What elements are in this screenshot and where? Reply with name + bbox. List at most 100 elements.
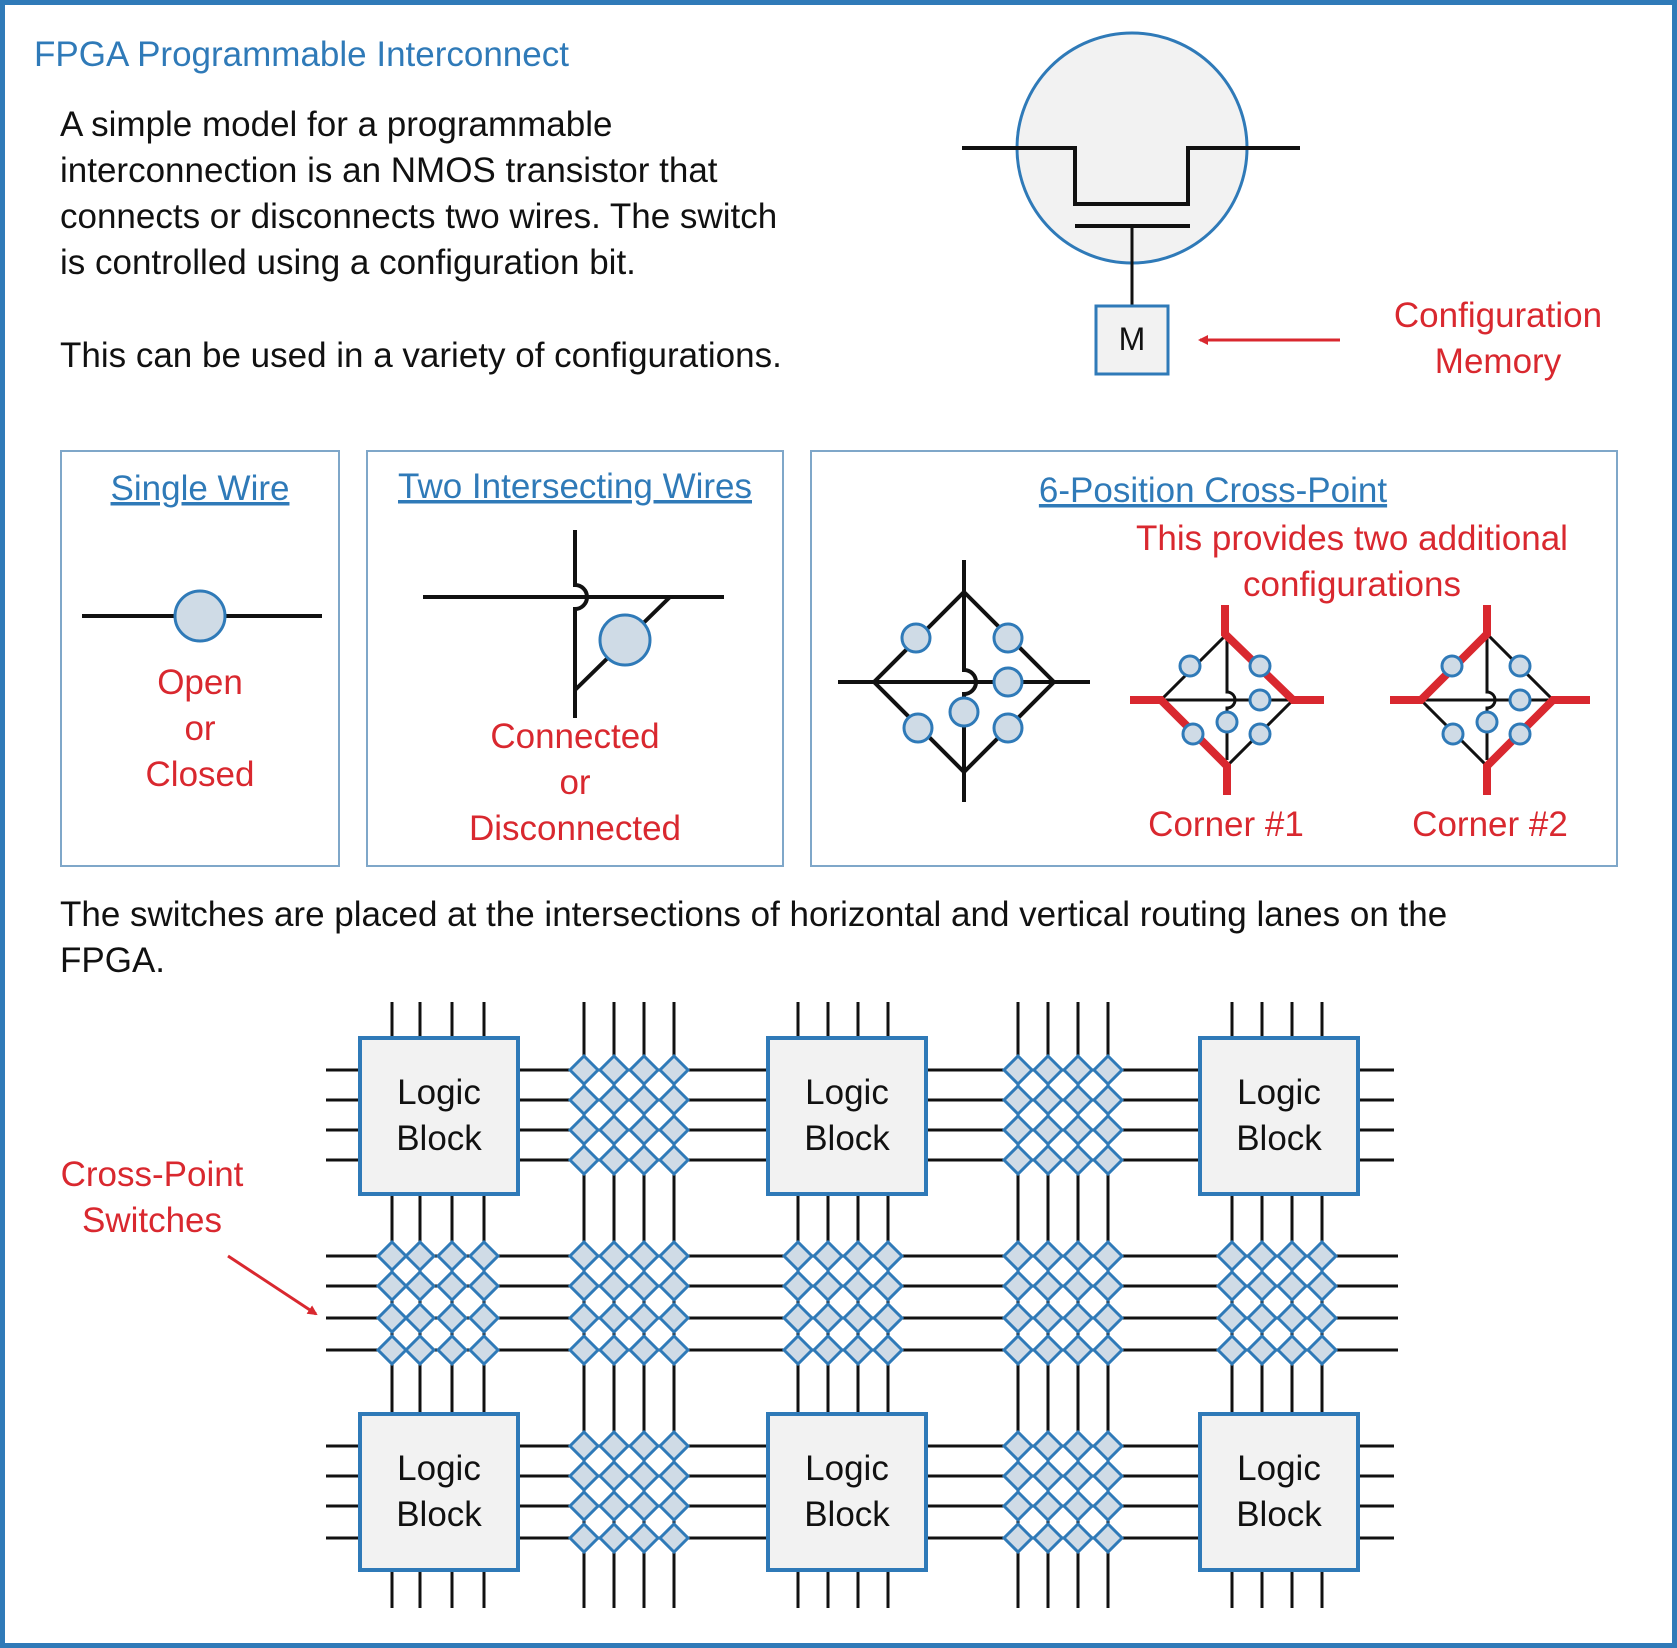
logic-block: Logic Block [1198, 1036, 1360, 1196]
cross-point-callout: Switches [82, 1201, 222, 1240]
cross-point-switch [1275, 1333, 1309, 1367]
cross-point-switch [435, 1269, 469, 1303]
svg-text:Logic: Logic [805, 1073, 889, 1112]
cross-point-switch [627, 1489, 661, 1523]
cross-point-switch [467, 1301, 501, 1335]
cross-point-switch [597, 1333, 631, 1367]
cross-point-switch [1061, 1333, 1095, 1367]
cross-point-switch [1001, 1521, 1035, 1555]
cross-point-switch [841, 1333, 875, 1367]
logic-block: Logic Block [766, 1036, 928, 1196]
transistor-channel [962, 146, 1300, 206]
cross-point-switch [1031, 1301, 1065, 1335]
panel-caption: or [559, 763, 590, 802]
cross-point-switch [567, 1489, 601, 1523]
cross-point-note: This provides two additional [1136, 519, 1568, 558]
switch-circle [1215, 710, 1239, 734]
svg-text:Block: Block [396, 1119, 482, 1158]
svg-text:Block: Block [804, 1119, 890, 1158]
panel-border [810, 450, 1618, 867]
cross-point-switch [1091, 1301, 1125, 1335]
cross-point-switch [597, 1301, 631, 1335]
svg-text:Logic: Logic [1237, 1073, 1321, 1112]
switch-circle [992, 666, 1024, 698]
cross-point-switch [627, 1333, 661, 1367]
cross-point-switch [781, 1333, 815, 1367]
cross-point-switch [1001, 1333, 1035, 1367]
corner-1-switch [1130, 605, 1324, 795]
cross-point-switch [1091, 1333, 1125, 1367]
cross-point-switch [1305, 1333, 1339, 1367]
cross-point-note: configurations [1243, 565, 1461, 604]
intro-line: interconnection is an NMOS transistor th… [60, 151, 718, 190]
panel-single-wire: Single Wire Open or Closed [60, 450, 340, 867]
cross-point-switch [1061, 1269, 1095, 1303]
cross-point-switch [375, 1333, 409, 1367]
memory-label: M [1119, 321, 1146, 357]
switch-circle [1475, 710, 1499, 734]
intro-variety: This can be used in a variety of configu… [60, 336, 782, 375]
svg-text:Block: Block [1236, 1119, 1322, 1158]
switch-circle [992, 712, 1024, 744]
intro-line: connects or disconnects two wires. The s… [60, 197, 777, 236]
switch-circle [1441, 722, 1465, 746]
panel-title: Two Intersecting Wires [398, 467, 752, 506]
corner-2-switch [1390, 605, 1590, 795]
svg-text:Logic: Logic [805, 1449, 889, 1488]
cross-point-switch [657, 1521, 691, 1555]
switch-circle [1508, 688, 1532, 712]
switch-circle [1508, 722, 1532, 746]
cross-point-switch [811, 1301, 845, 1335]
cross-point-switch [657, 1269, 691, 1303]
switch-circle [992, 622, 1024, 654]
cross-point-callout: Cross-Point [61, 1155, 244, 1194]
intro-line: A simple model for a programmable [60, 105, 612, 144]
cross-point-switch [841, 1269, 875, 1303]
switch-circle [1248, 654, 1272, 678]
cross-point-switch [627, 1521, 661, 1555]
cross-point-switch [871, 1333, 905, 1367]
cross-point-switch [811, 1333, 845, 1367]
svg-text:Logic: Logic [397, 1073, 481, 1112]
cross-point-switch [627, 1301, 661, 1335]
cross-point-switch [781, 1301, 815, 1335]
cross-point-switch [467, 1269, 501, 1303]
cross-point-switch [567, 1521, 601, 1555]
cross-point-switch [1061, 1489, 1095, 1523]
switch-circle [1440, 654, 1464, 678]
vertical-wire-hop [573, 530, 589, 718]
cross-point-switch [657, 1489, 691, 1523]
cross-point-switch [657, 1143, 691, 1177]
cross-point-switch [1091, 1143, 1125, 1177]
cross-point-switch [597, 1489, 631, 1523]
cross-point-switch [567, 1301, 601, 1335]
panel-title: 6-Position Cross-Point [1039, 471, 1387, 510]
cross-point-switch [403, 1333, 437, 1367]
cross-point-switch [403, 1301, 437, 1335]
logic-block-grid: Logic Block Logic Block Logic Block Logi… [358, 1036, 1360, 1572]
cross-point-switch [627, 1269, 661, 1303]
switch-circle [1248, 722, 1272, 746]
cross-point-switch [1061, 1301, 1095, 1335]
svg-text:Block: Block [1236, 1495, 1322, 1534]
cross-point-switch [811, 1269, 845, 1303]
cross-point-switch [597, 1269, 631, 1303]
cross-point-switch [1091, 1489, 1125, 1523]
cross-point-switch [1245, 1301, 1279, 1335]
cross-point-switch [1275, 1301, 1309, 1335]
panel-border [60, 450, 340, 867]
cross-point-switch [1031, 1269, 1065, 1303]
cross-point-switch [567, 1333, 601, 1367]
intro-line: is controlled using a configuration bit. [60, 243, 636, 282]
switch-circle [173, 589, 227, 643]
cross-point-switch [375, 1269, 409, 1303]
panel-title: Single Wire [111, 469, 290, 508]
cross-point-switch [657, 1301, 691, 1335]
cross-point-switch [567, 1269, 601, 1303]
cross-point-switch [1245, 1333, 1279, 1367]
panel-cross-point: 6-Position Cross-Point This provides two… [810, 450, 1618, 867]
switch-circle [1181, 722, 1205, 746]
logic-block: Logic Block [1198, 1412, 1360, 1572]
cross-point-switch [1245, 1269, 1279, 1303]
cross-point-switch [1091, 1521, 1125, 1555]
